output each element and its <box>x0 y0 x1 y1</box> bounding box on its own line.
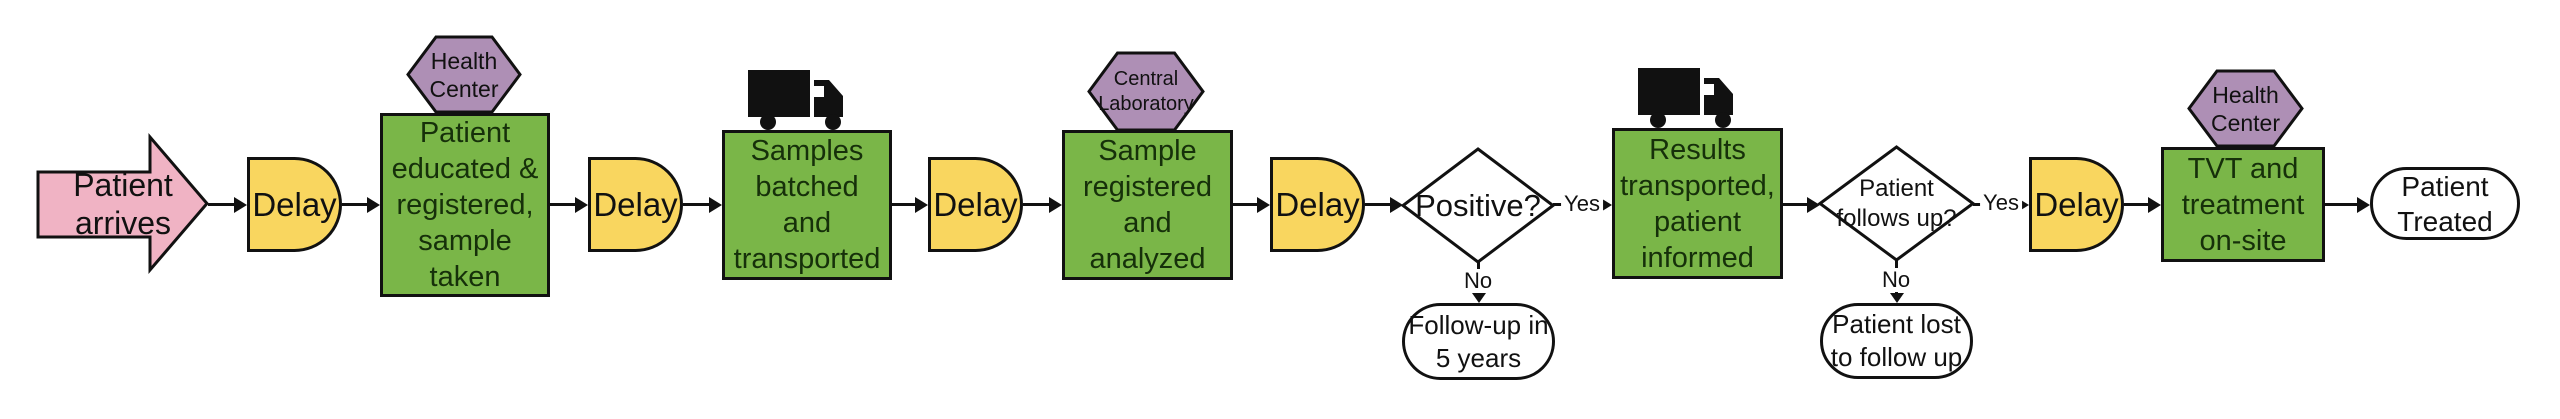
process-box-tvt-treatment: TVT and treatment on-site <box>2161 147 2325 262</box>
delay-node-4: Delay <box>1270 157 1365 252</box>
edge-label-no-1: No <box>1460 269 1496 293</box>
flow-arrow <box>683 196 722 213</box>
flow-arrow <box>550 196 588 213</box>
flow-arrow <box>1365 196 1403 213</box>
start-arrow-shape <box>36 132 209 275</box>
terminator-patient-lost: Patient lost to follow up <box>1820 303 1973 379</box>
delay-node-3: Delay <box>928 157 1023 252</box>
edge-label-no-2: No <box>1878 268 1914 292</box>
decision-diamond-follow-up <box>1817 145 1976 262</box>
flow-arrow <box>1783 196 1820 213</box>
edge-label-yes-1: Yes <box>1561 192 1603 216</box>
delay-node-2: Delay <box>588 157 683 252</box>
truck-icon <box>1638 68 1733 128</box>
delay-node-1: Delay <box>247 157 342 252</box>
flow-arrow <box>208 196 247 213</box>
process-box-sample-analyzed: Sample registered and analyzed <box>1062 130 1233 280</box>
flow-arrow <box>342 196 380 213</box>
terminator-follow-up-5-years: Follow-up in 5 years <box>1402 303 1555 380</box>
delay-node-5: Delay <box>2029 157 2124 252</box>
flow-arrow <box>1233 196 1270 213</box>
hexagon-health-center-2 <box>2187 69 2304 148</box>
process-box-results-transported: Results transported, patient informed <box>1612 128 1783 279</box>
process-box-patient-registered: Patient educated & registered, sample ta… <box>380 113 550 297</box>
terminator-patient-treated: Patient Treated <box>2370 167 2520 240</box>
edge-label-yes-2: Yes <box>1980 191 2022 215</box>
flow-arrow <box>2124 196 2161 213</box>
hexagon-health-center-1 <box>406 35 522 114</box>
hexagon-central-laboratory <box>1087 51 1205 132</box>
truck-icon <box>748 70 843 130</box>
flow-arrow <box>1023 196 1062 213</box>
process-box-samples-batched: Samples batched and transported <box>722 130 892 280</box>
flow-arrow <box>892 196 928 213</box>
flow-arrow <box>2325 196 2370 213</box>
decision-diamond-positive <box>1400 147 1556 264</box>
